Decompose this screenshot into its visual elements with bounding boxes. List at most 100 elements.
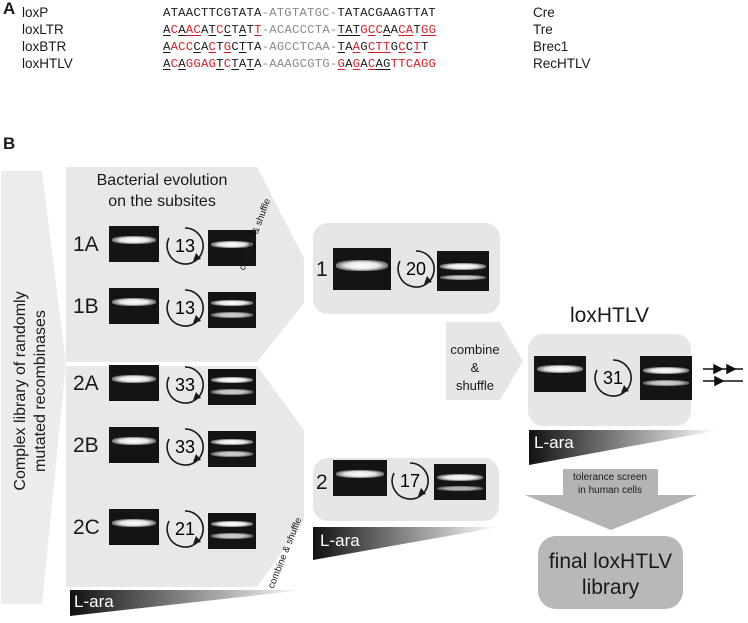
tolerance-screen-label: tolerance screen in human cells [555,471,665,497]
sequence-segment: ATAACTTCGTATA [163,6,262,20]
tolerance-arrow [525,469,697,530]
merged-label: 1 [316,258,328,281]
round-cycle-icon: 13 [166,227,204,265]
subsite-label: 2C [73,516,100,539]
round-number: 13 [175,298,195,318]
sequence-segment: T [231,23,239,37]
l-ara-label-2: L-ara [320,531,360,550]
sequence-segment: TAT [337,23,361,37]
merged-start-gel [333,248,391,290]
end-gel [208,292,256,328]
l-ara-wedge-2 [313,527,499,560]
sequence-segment: C [223,23,232,37]
evolution-title-line1: Bacterial evolution [96,172,228,189]
sequence-segment: AC [185,23,201,37]
sequence-segment: T [246,57,255,71]
enzyme-name: Cre [533,5,555,20]
sequence-segment: ACC [170,40,194,54]
sequence-segment: C [170,57,179,71]
panel-a-letter: A [3,0,16,18]
arrowhead-icon [193,253,201,261]
sequence-segment: TTCAGG [390,57,437,71]
sequence-segment: T [246,23,255,37]
round-number: 17 [400,471,420,491]
combine-shuffle-arrow [446,322,523,400]
subsite-label: 2B [73,434,99,457]
final-gel-right [640,356,692,400]
sequence-segment: C [223,57,232,71]
sequence-segment: T [231,57,239,71]
final-library-line2: library [581,576,640,599]
arrowhead-icon [424,276,432,284]
sequence-segment: C [208,40,217,54]
sequence-segment: T [337,40,346,54]
start-gel [109,365,159,401]
sequence-segment: G [390,40,399,54]
merged-label: 2 [316,471,328,494]
combine-big-line3: shuffle [455,378,495,393]
subsite-label: 1A [73,233,99,256]
sequence-segment: C [231,40,239,54]
sequence-segment: A [163,23,171,37]
end-gel [208,369,256,405]
sequence-segment: A [238,57,247,71]
final-title: loxHTLV [570,304,649,327]
sequence-segment: T [254,23,262,37]
end-gel [208,513,256,549]
sequence-segment: CTT [367,40,391,54]
tolerance-line2: in human cells [578,485,642,496]
sequence-segment: G [360,40,368,54]
sequence-segment: -AAAGCGTG- [261,57,338,71]
enzyme-name: Brec1 [533,39,569,54]
l-ara-label-1: L-ara [74,592,114,611]
tolerance-line1: tolerance screen [573,472,647,483]
l-ara-label-3: L-ara [534,433,574,452]
sequence-segment: T [216,40,224,54]
round-cycle-icon: 33 [166,366,204,404]
round-cycle-icon: 20 [397,250,435,288]
seq-name: loxBTR [22,39,67,54]
round-number: 21 [175,519,195,539]
sequence-segment: GG [420,23,437,37]
combine-shuffle-big: combine & shuffle [446,341,504,395]
sequence-segment: T [238,40,247,54]
combine-big-line2: & [470,360,480,375]
sequence: ACAGGAGTCTATA-AAAGCGTG-GAGACAGTTCAGG [163,57,436,71]
sequence-segment: C [367,57,376,71]
seq-name: loxLTR [22,22,64,37]
sequence-segment: -ACACCCTA- [261,23,338,37]
sequence-segment: A [178,57,186,71]
sequence-segment: A [238,23,247,37]
round-number: 33 [175,437,195,457]
sequence-segment: T [420,40,429,54]
final-gel-left [534,356,586,392]
round-cycle-icon: 17 [391,462,429,500]
start-gel [109,427,159,463]
sequence-segment: C [216,23,224,37]
final-round-number: 31 [603,368,623,388]
sequence-segment: A [352,40,361,54]
l-ara-wedge-1 [70,590,304,616]
round-cycle-icon: 21 [166,510,204,548]
sequence-segment: GGAG [185,57,217,71]
sequence-segment: AG [375,57,391,71]
final-library-box [538,536,683,609]
sequence-segment: C [398,40,406,54]
sequence-segment: CA [398,23,414,37]
sequence-segment: T [413,23,421,37]
merged-end-gel [434,464,486,500]
sequence-segment: A [345,57,353,71]
evolution-title-line2: on the subsites [108,193,216,210]
start-gel [109,288,159,324]
lox-site-arrows [703,363,743,387]
start-gel [109,226,159,262]
sequence-segment: A [163,40,171,54]
sequence-segment: C [405,40,414,54]
arrowhead-icon [193,536,201,544]
sequence-segment: A [390,23,399,37]
panel-b-letter: B [3,134,16,153]
end-gel [208,431,256,467]
merged-end-gel [437,251,489,291]
arrowhead-icon [193,392,201,400]
round-cycle-icon: 33 [166,428,204,466]
